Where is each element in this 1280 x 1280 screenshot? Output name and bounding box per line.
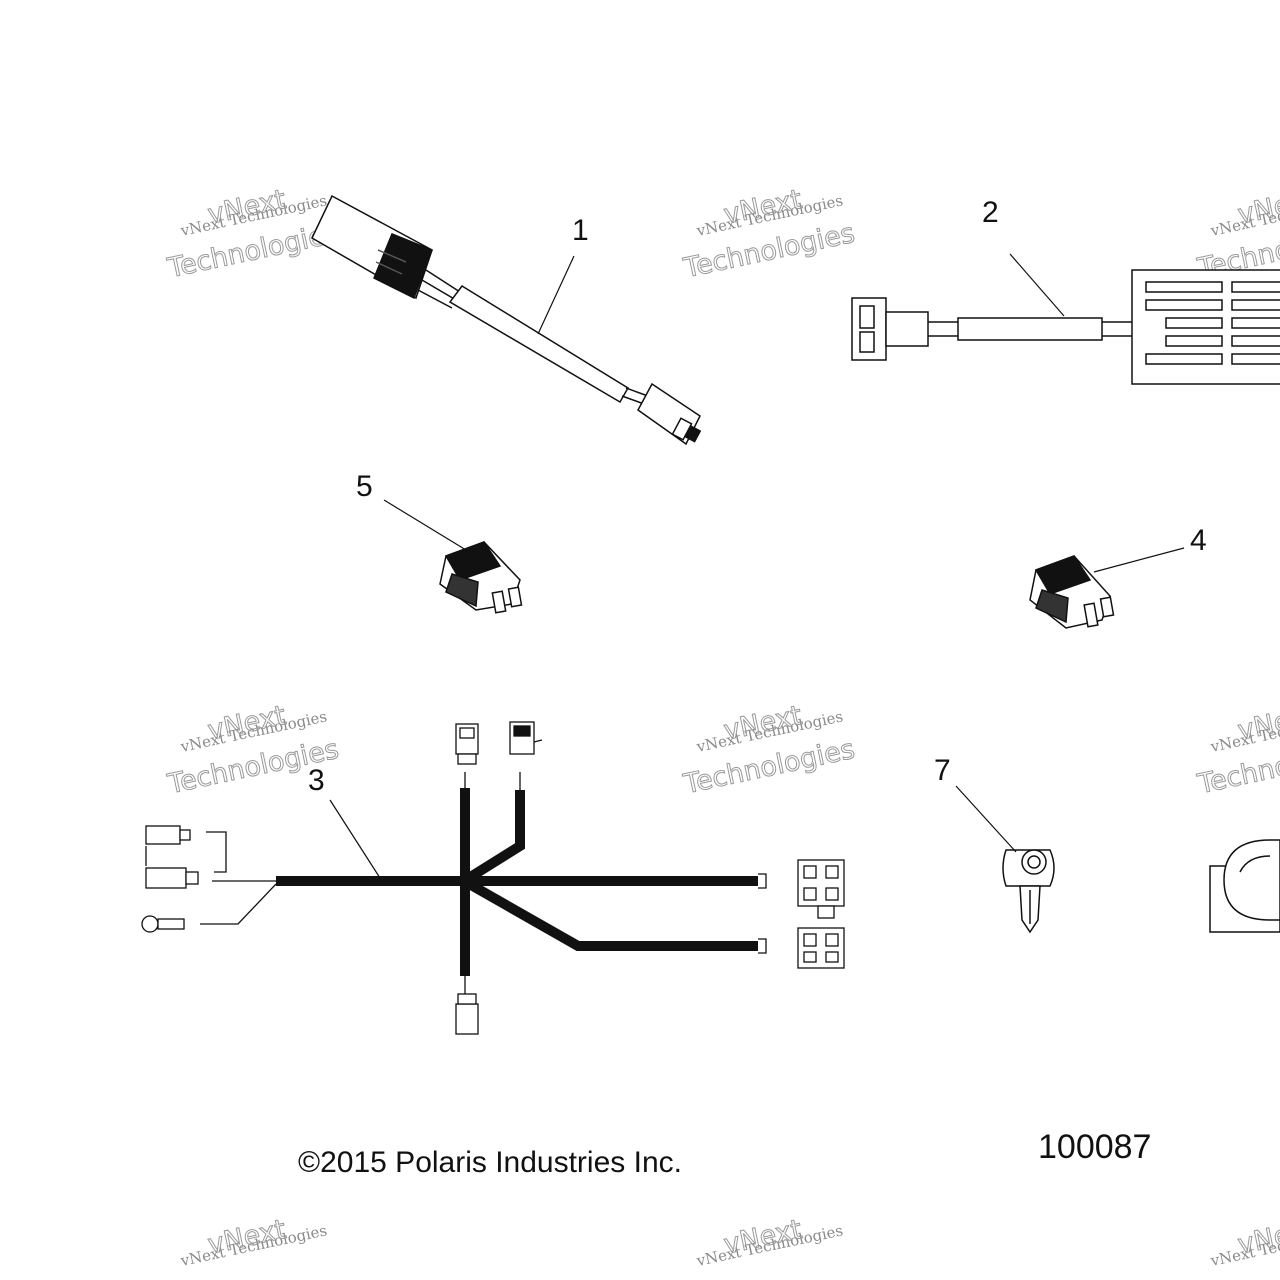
part-3-main-harness[interactable] [141, 721, 845, 1035]
callout-2: 2 [982, 196, 999, 229]
watermark-top-right: vNext Technologies vNext Technologies [1194, 184, 1280, 285]
watermark-line2: vNext [1235, 184, 1280, 231]
watermark-line2: vNext [1235, 1214, 1280, 1261]
callout-5: 5 [356, 470, 373, 503]
part-1-wire [421, 279, 457, 301]
callout-leader-5 [383, 499, 467, 551]
part-3-connector-bottom [455, 1003, 479, 1035]
watermark-top-left: vNext Technologies vNext Technologies [164, 184, 342, 285]
callout-1: 1 [572, 214, 589, 247]
copyright-notice: ©2015 Polaris Industries Inc. [298, 1146, 682, 1179]
part-3-branch-down-right [461, 876, 758, 951]
part-1-harness-adapter[interactable] [311, 194, 702, 446]
callout-leader-1 [537, 255, 575, 335]
watermark-bottom-left: vNext Technologies vNext [178, 1214, 328, 1271]
watermark-top-mid: vNext Technologies vNext Technologies [680, 184, 858, 285]
part-1-wire [425, 269, 461, 293]
part-3-branch-up-right [461, 790, 525, 886]
drawing-number: 100087 [1038, 1128, 1152, 1166]
callout-leader-2 [1009, 253, 1065, 317]
part-3-terminal-lower [145, 867, 187, 889]
part-7-ignition-key[interactable] [1002, 849, 1055, 934]
watermark-bottom-right: vNext Technologies vNext [1208, 1214, 1280, 1271]
part-4-rocker-switch[interactable] [1029, 555, 1115, 629]
watermark-mid-right: vNext Technologies vNext Technologies [1194, 700, 1280, 801]
edge-part-clip [1209, 839, 1280, 933]
part-1-sleeve [448, 285, 630, 404]
part-2-sleeve [957, 317, 1103, 341]
part-5-rocker-switch[interactable] [439, 541, 523, 614]
watermark-bottom-mid: vNext Technologies vNext [694, 1214, 844, 1271]
callout-leader-3 [329, 799, 381, 879]
watermark-line2: vNext [1235, 700, 1280, 747]
part-1-wire [417, 289, 453, 309]
callout-leader-7 [955, 785, 1017, 853]
callout-3: 3 [308, 764, 325, 797]
callout-4: 4 [1190, 524, 1207, 557]
part-2-harness-resistor[interactable] [851, 269, 1280, 385]
callout-7: 7 [934, 754, 951, 787]
part-3-terminal-upper [145, 825, 181, 845]
watermark-mid-mid: vNext Technologies vNext Technologies [680, 700, 858, 801]
callout-leader-4 [1093, 547, 1185, 573]
part-3-ring-terminal [141, 915, 159, 933]
